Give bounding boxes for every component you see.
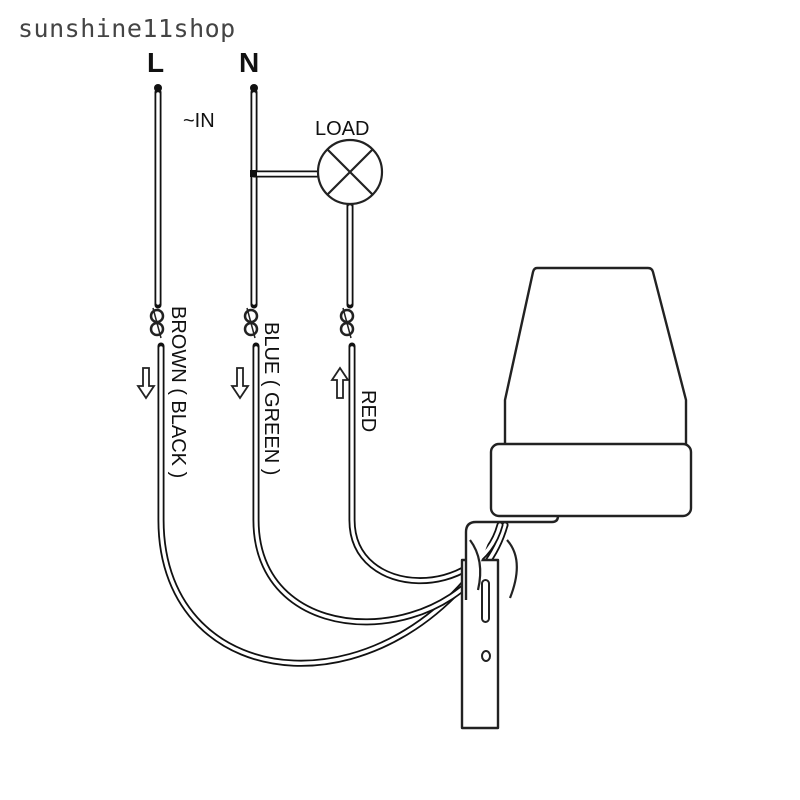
connector-red-icon — [339, 307, 355, 339]
wire-label-blue: BLUE ( GREEN ) — [260, 322, 282, 475]
upper-wires — [154, 88, 354, 309]
wire-label-red: RED — [357, 390, 379, 432]
wire-label-brown: BROWN ( BLACK ) — [167, 306, 189, 478]
connector-blue-icon — [243, 307, 259, 339]
wire-connectors — [149, 307, 355, 339]
load-label: LOAD — [315, 118, 369, 140]
load-lamp-icon — [316, 138, 384, 206]
arrow-down-brown-icon — [136, 367, 156, 400]
mounting-bracket — [460, 510, 560, 730]
input-label: ~IN — [183, 110, 215, 132]
photocell-sensor — [489, 266, 693, 518]
junction-dot — [250, 170, 257, 177]
watermark: sunshine11shop — [18, 14, 236, 43]
arrow-down-blue-icon — [230, 367, 250, 400]
sensor-wires — [157, 342, 509, 667]
terminal-N-label: N — [239, 47, 259, 78]
arrow-up-red-icon — [330, 366, 350, 399]
terminal-L-label: L — [147, 47, 164, 78]
connector-brown-icon — [149, 307, 165, 339]
